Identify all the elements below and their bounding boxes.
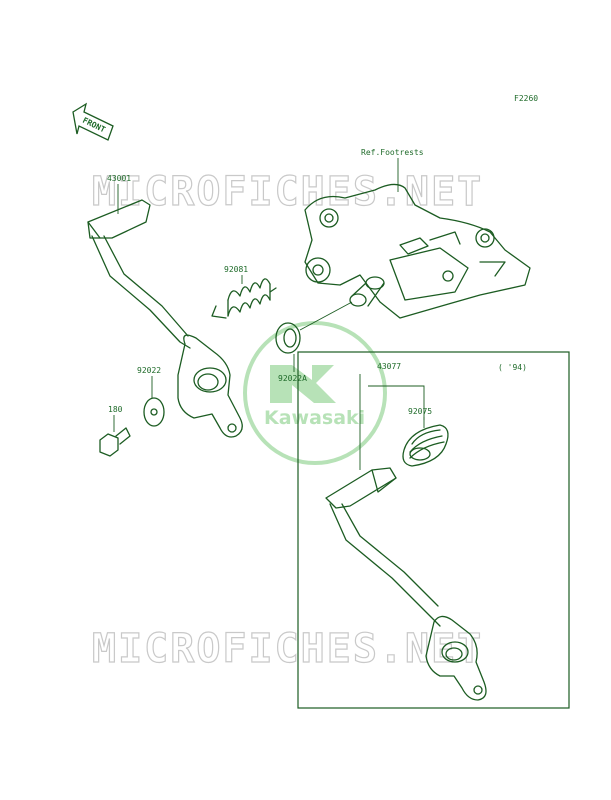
logo-text: Kawasaki: [264, 407, 365, 429]
part-label-92022a: 92022A: [278, 374, 307, 383]
inset-frame: [297, 351, 570, 709]
front-arrow-icon: FRONT: [72, 102, 114, 141]
washer-92022a: [275, 322, 301, 354]
part-label-92022: 92022: [137, 366, 161, 375]
part-label-43001: 43001: [107, 174, 131, 183]
ref-footrests-label: Ref.Footrests: [361, 148, 424, 157]
part-label-180: 180: [108, 405, 123, 414]
bolt-180: [99, 427, 131, 457]
figure-code: F2260: [514, 94, 538, 103]
washer-92022: [143, 397, 165, 427]
pedal-rubber-92075: [402, 424, 449, 467]
brake-pedal-43001: [87, 199, 243, 438]
watermark-top: MICROFICHES.NET: [92, 169, 483, 215]
watermark-bottom: MICROFICHES.NET: [92, 626, 483, 672]
return-spring-92081: [211, 278, 277, 319]
inset-year-label: ( '94): [498, 363, 527, 372]
part-label-43077: 43077: [377, 362, 401, 371]
brake-pedal-43077: [325, 467, 487, 701]
footrest-bracket: [304, 183, 531, 319]
part-label-92081: 92081: [224, 265, 248, 274]
part-label-92075: 92075: [408, 407, 432, 416]
kawasaki-logo-watermark: Kawasaki: [243, 321, 387, 465]
